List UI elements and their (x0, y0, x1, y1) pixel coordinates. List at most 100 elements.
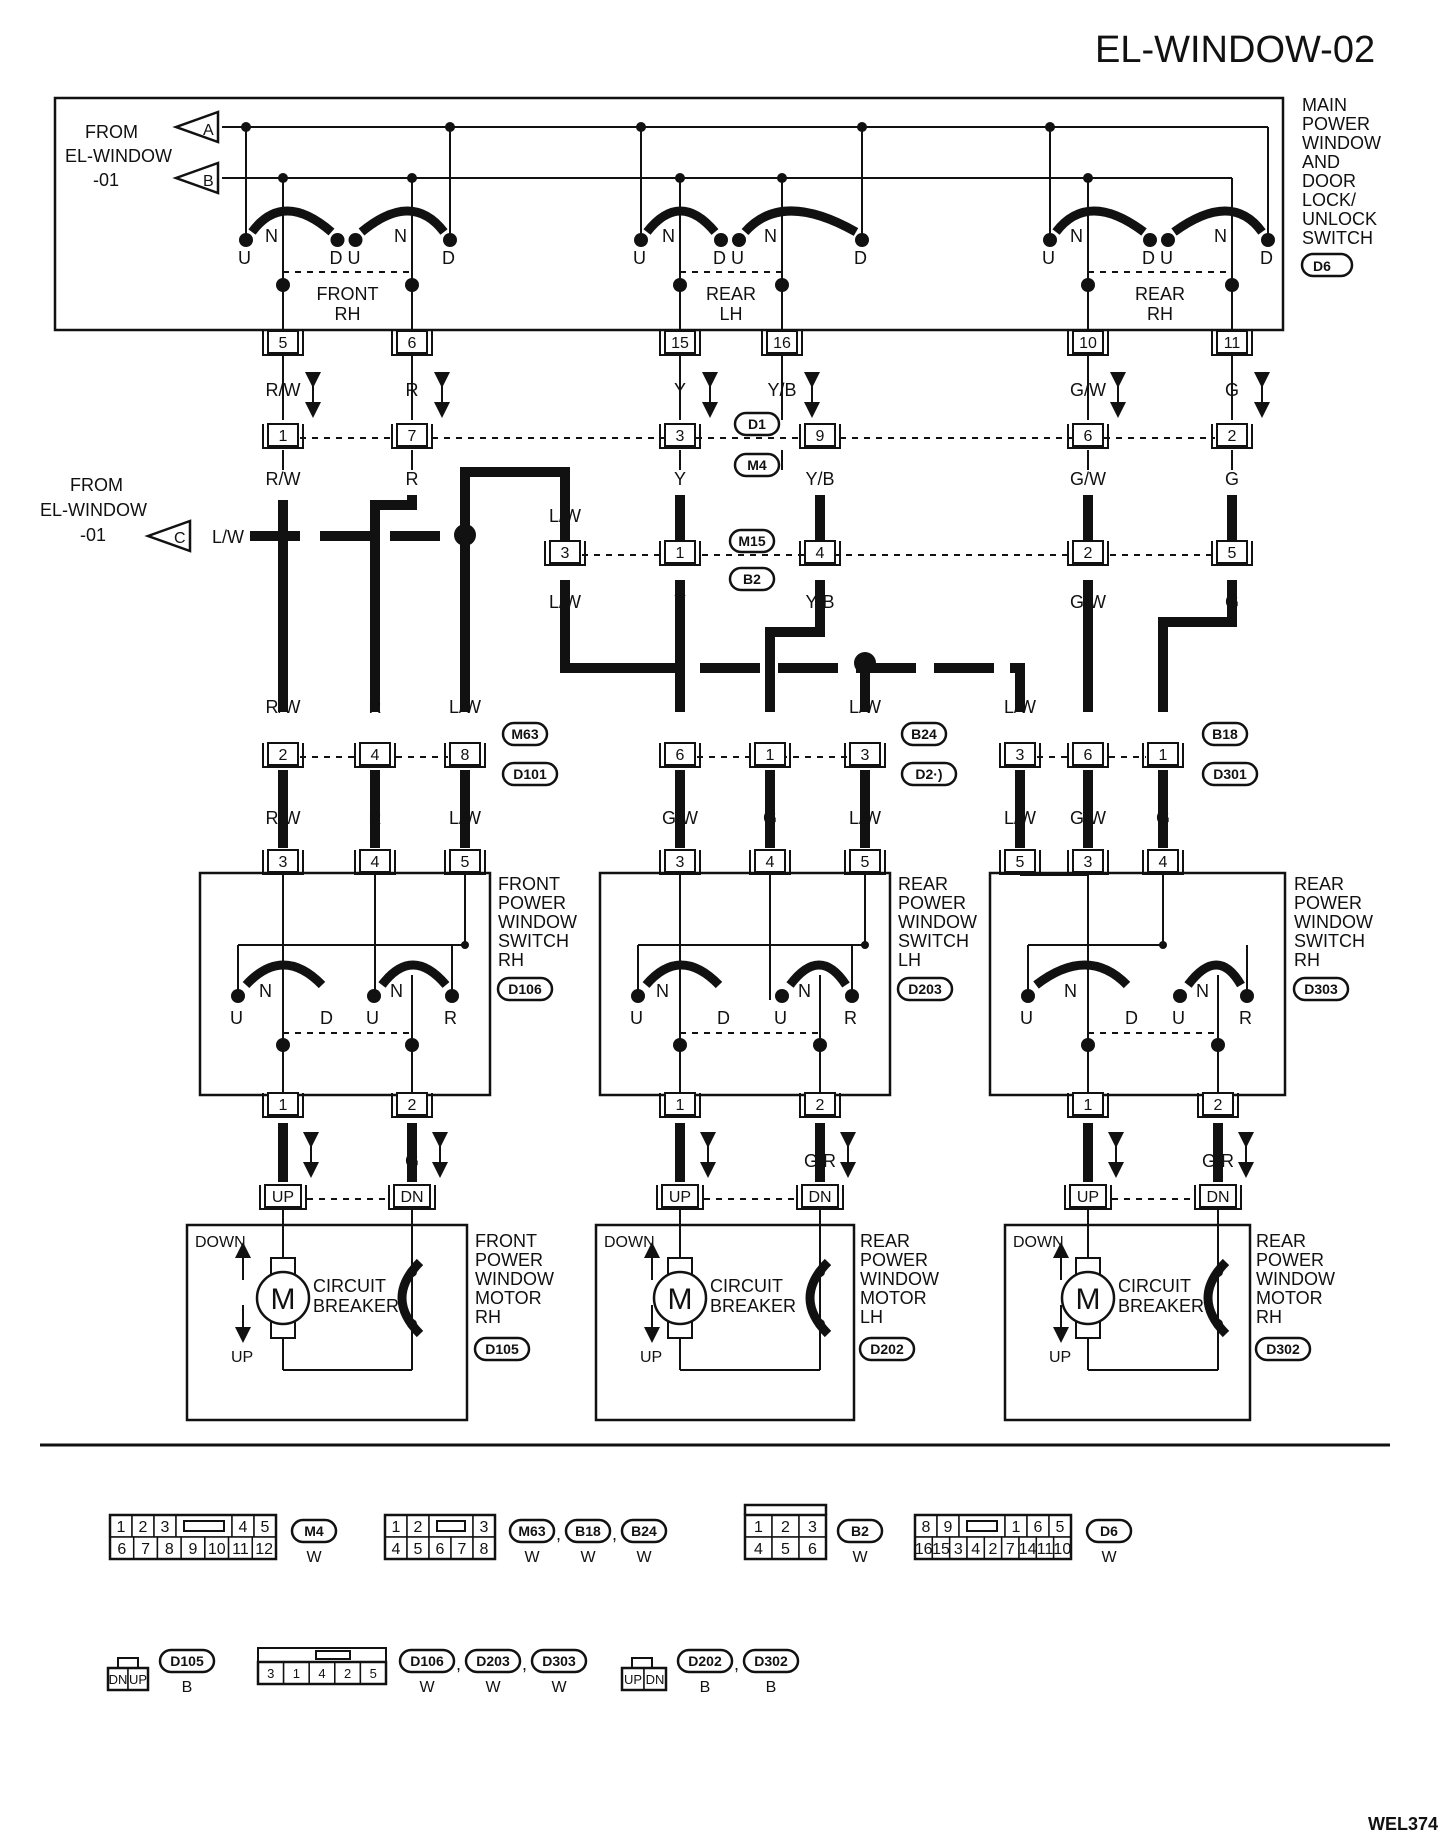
svg-text:6: 6 (117, 1541, 126, 1558)
connector-pin: DN (388, 1184, 436, 1210)
connector-pin: 5 (262, 330, 304, 356)
pin-number: 2 (1214, 1097, 1223, 1114)
svg-text:2: 2 (414, 1519, 423, 1536)
pin-number: 3 (676, 428, 685, 445)
svg-text:W: W (580, 1549, 596, 1566)
motor-label: REAR (860, 1231, 910, 1251)
connector-pin: 7 (391, 423, 433, 449)
svg-text:2: 2 (989, 1541, 998, 1558)
cb-label: BREAKER (710, 1296, 796, 1316)
wire-color: G (1156, 808, 1170, 828)
wire-color: L/W (449, 808, 481, 828)
svg-text:LH: LH (719, 304, 742, 324)
svg-text:FROM: FROM (85, 122, 138, 142)
connector-pin: 1 (659, 1092, 701, 1118)
contact-d: D (717, 1008, 730, 1028)
switch-label: POWER (898, 893, 966, 913)
svg-text:4: 4 (318, 1666, 325, 1681)
connector-code: M63 (518, 1523, 545, 1539)
contact-r: R (844, 1008, 857, 1028)
connector-pin: UP (1064, 1184, 1112, 1210)
connector-pin: 2 (1211, 423, 1253, 449)
wire-color: L/W (849, 808, 881, 828)
pin-number: 15 (671, 335, 689, 352)
connector-code: B24 (631, 1523, 657, 1539)
pin-number: 16 (773, 335, 791, 352)
svg-text:3: 3 (480, 1519, 489, 1536)
contact-d: D (330, 248, 343, 268)
contact-r: R (1239, 1008, 1252, 1028)
svg-text:3: 3 (954, 1541, 963, 1558)
svg-text:10: 10 (208, 1541, 226, 1558)
connector-code: D202 (870, 1341, 904, 1357)
svg-text:4: 4 (239, 1519, 248, 1536)
connector-pin: UP (259, 1184, 307, 1210)
connector-pin: 6 (659, 742, 701, 768)
connector-code: D105 (485, 1341, 519, 1357)
pin-number: UP (272, 1189, 294, 1206)
svg-text:LOCK/: LOCK/ (1302, 190, 1356, 210)
svg-text:5: 5 (261, 1519, 270, 1536)
svg-text:2: 2 (781, 1519, 790, 1536)
svg-text:WINDOW: WINDOW (1302, 133, 1381, 153)
contact-r: R (444, 1008, 457, 1028)
motor-label: MOTOR (1256, 1288, 1323, 1308)
pin-number: 11 (1224, 335, 1241, 352)
pin-number: UP (669, 1189, 691, 1206)
svg-text:EL-WINDOW: EL-WINDOW (40, 500, 147, 520)
contact-u: U (366, 1008, 379, 1028)
motor-label: REAR (1256, 1231, 1306, 1251)
svg-text:UP: UP (624, 1672, 642, 1687)
svg-text:L/W: L/W (212, 527, 244, 547)
svg-text:FRONT: FRONT (317, 284, 379, 304)
svg-text:POWER: POWER (1302, 114, 1370, 134)
wire-color: R (369, 697, 382, 717)
svg-text:7: 7 (141, 1541, 150, 1558)
wire-color: R (406, 380, 419, 400)
svg-text:6: 6 (808, 1541, 817, 1558)
switch-label: WINDOW (1294, 912, 1373, 932)
svg-text:C: C (174, 530, 186, 547)
pin-number: 3 (279, 854, 288, 871)
pin-number: 6 (676, 747, 685, 764)
pin-number: 4 (816, 545, 825, 562)
connector-pin: DN (796, 1184, 844, 1210)
svg-text:W: W (419, 1679, 435, 1696)
svg-text:8: 8 (165, 1541, 174, 1558)
svg-text:B: B (182, 1679, 193, 1696)
contact-n: N (1214, 226, 1227, 246)
svg-text:M: M (668, 1283, 693, 1316)
svg-text:16: 16 (915, 1541, 933, 1558)
switch-label: SWITCH (898, 931, 969, 951)
pin-number: 5 (279, 335, 288, 352)
pin-number: 5 (861, 854, 870, 871)
wire-color: Y/B (805, 592, 834, 612)
contact-u: U (230, 1008, 243, 1028)
svg-text:,: , (734, 1654, 739, 1674)
svg-text:,: , (456, 1654, 461, 1674)
switch-label: WINDOW (898, 912, 977, 932)
wire-color: Y (674, 380, 686, 400)
connector-code: B24 (911, 726, 937, 742)
main-switch-label: MAIN POWER WINDOW AND DOOR LOCK/ UNLOCK … (1300, 95, 1381, 278)
svg-text:1: 1 (117, 1519, 126, 1536)
pin-number: 4 (371, 854, 380, 871)
svg-text:9: 9 (944, 1519, 953, 1536)
switch-label: RH (498, 950, 524, 970)
flag-c (144, 519, 192, 553)
connector-pin: 4 (749, 849, 791, 875)
motor-up-label: UP (640, 1349, 662, 1366)
contact-d: D (442, 248, 455, 268)
connector-code: M63 (511, 726, 538, 742)
svg-text:5: 5 (414, 1541, 423, 1558)
